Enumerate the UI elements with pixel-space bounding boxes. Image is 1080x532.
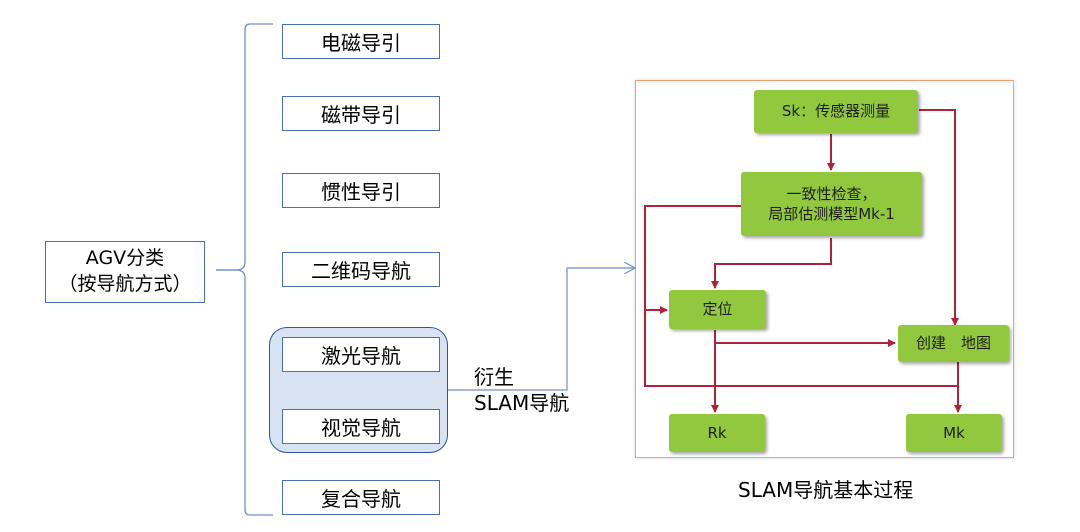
method-laser: 激光导航 (282, 337, 440, 372)
localization-label: 定位 (702, 300, 733, 319)
method-label: 惯性导引 (321, 180, 401, 204)
method-label: 二维码导航 (311, 259, 411, 283)
method-qr-code: 二维码导航 (282, 252, 440, 287)
slam-caption: SLAM导航基本过程 (738, 478, 914, 502)
method-label: 激光导航 (321, 344, 401, 368)
method-label: 磁带导引 (321, 103, 401, 127)
method-magnetic-tape: 磁带导引 (282, 96, 440, 131)
root-line2: （按导航方式） (58, 273, 192, 295)
root-line1: AGV分类 (85, 247, 165, 270)
rk-label: Rk (707, 423, 727, 442)
method-inertial: 惯性导引 (282, 173, 440, 208)
derive-arrow (448, 268, 635, 391)
derive-line2: SLAM导航 (474, 391, 570, 415)
method-label: 复合导航 (321, 487, 401, 511)
method-electromagnetic: 电磁导引 (282, 24, 440, 59)
consistency-line2: 局部估测模型Mk-1 (768, 205, 895, 223)
create-map-label: 创建 地图 (915, 334, 991, 353)
create-map-node: 创建 地图 (898, 325, 1009, 362)
rk-node: Rk (669, 414, 765, 452)
agv-classification-root: AGV分类 （按导航方式） (45, 241, 205, 303)
consistency-line1: 一致性检查， (786, 184, 877, 203)
mk-label: Mk (943, 423, 965, 442)
brace-connector (216, 23, 273, 516)
method-label: 电磁导引 (321, 31, 401, 55)
localization-node: 定位 (669, 290, 766, 329)
derive-line1: 衍生 (474, 365, 514, 389)
mk-node: Mk (906, 414, 1002, 452)
derive-label: 衍生 SLAM导航 (474, 364, 569, 416)
method-composite: 复合导航 (282, 480, 440, 515)
slam-process-frame (635, 80, 1014, 458)
sensor-measurement-label: Sk：传感器测量 (781, 102, 891, 121)
method-label: 视觉导航 (321, 416, 401, 440)
method-vision: 视觉导航 (282, 409, 440, 444)
consistency-check-node: 一致性检查， 局部估测模型Mk-1 (741, 172, 922, 236)
sensor-measurement-node: Sk：传感器测量 (754, 90, 918, 133)
slam-arrows (644, 109, 962, 413)
